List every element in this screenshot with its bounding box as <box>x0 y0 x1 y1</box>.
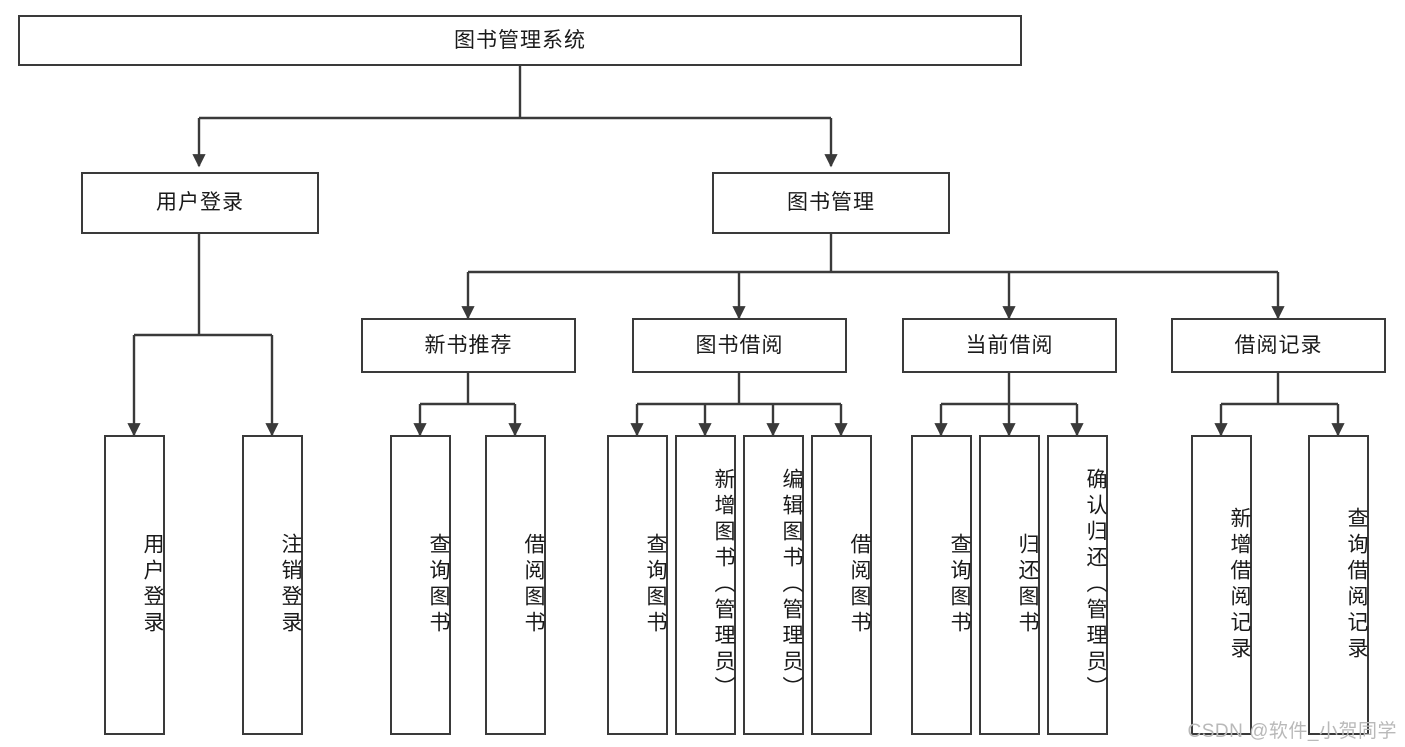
node-label: 借阅图书 <box>522 533 545 637</box>
leaf-query-books-recommendation[interactable]: 查询图书 <box>390 435 451 735</box>
node-label: 查询图书 <box>644 533 667 637</box>
node-label: 查询图书 <box>948 533 971 637</box>
node-user-login[interactable]: 用户登录 <box>81 172 319 234</box>
leaf-user-login[interactable]: 用户登录 <box>104 435 165 735</box>
node-label: 注销登录 <box>279 533 302 637</box>
node-book-borrowing[interactable]: 图书借阅 <box>632 318 847 373</box>
node-current-borrowing[interactable]: 当前借阅 <box>902 318 1117 373</box>
leaf-query-borrow-record[interactable]: 查询借阅记录 <box>1308 435 1369 735</box>
node-label: 借阅图书 <box>848 533 871 637</box>
node-label: 新书推荐 <box>424 333 513 357</box>
node-label: 图书管理系统 <box>454 28 586 52</box>
node-book-management[interactable]: 图书管理 <box>712 172 950 234</box>
leaf-return-books[interactable]: 归还图书 <box>979 435 1040 735</box>
node-label: 借阅记录 <box>1234 333 1323 357</box>
leaf-query-books-borrowing[interactable]: 查询图书 <box>607 435 668 735</box>
leaf-add-borrow-record[interactable]: 新增借阅记录 <box>1191 435 1252 735</box>
leaf-logout[interactable]: 注销登录 <box>242 435 303 735</box>
node-borrowing-records[interactable]: 借阅记录 <box>1171 318 1386 373</box>
node-label: 用户登录 <box>156 191 244 215</box>
node-label: 当前借阅 <box>965 333 1054 357</box>
node-new-book-recommendation[interactable]: 新书推荐 <box>361 318 576 373</box>
leaf-add-book-admin[interactable]: 新增图书（管理员） <box>675 435 736 735</box>
node-label: 用户登录 <box>141 533 164 637</box>
node-book-management-system[interactable]: 图书管理系统 <box>18 15 1022 66</box>
node-label: 图书管理 <box>787 191 875 215</box>
node-label: 编辑图书（管理员） <box>780 468 803 702</box>
node-label: 图书借阅 <box>695 333 784 357</box>
leaf-borrow-books-borrowing[interactable]: 借阅图书 <box>811 435 872 735</box>
node-label: 新增借阅记录 <box>1228 507 1251 663</box>
leaf-borrow-books-recommendation[interactable]: 借阅图书 <box>485 435 546 735</box>
node-label: 确认归还（管理员） <box>1084 468 1107 702</box>
leaf-edit-book-admin[interactable]: 编辑图书（管理员） <box>743 435 804 735</box>
leaf-confirm-return-admin[interactable]: 确认归还（管理员） <box>1047 435 1108 735</box>
node-label: 查询借阅记录 <box>1345 507 1368 663</box>
watermark: CSDN @软件_小贺同学 <box>1187 721 1397 742</box>
node-label: 新增图书（管理员） <box>712 468 735 702</box>
node-label: 查询图书 <box>427 533 450 637</box>
node-label: 归还图书 <box>1016 533 1039 637</box>
leaf-query-books-current[interactable]: 查询图书 <box>911 435 972 735</box>
